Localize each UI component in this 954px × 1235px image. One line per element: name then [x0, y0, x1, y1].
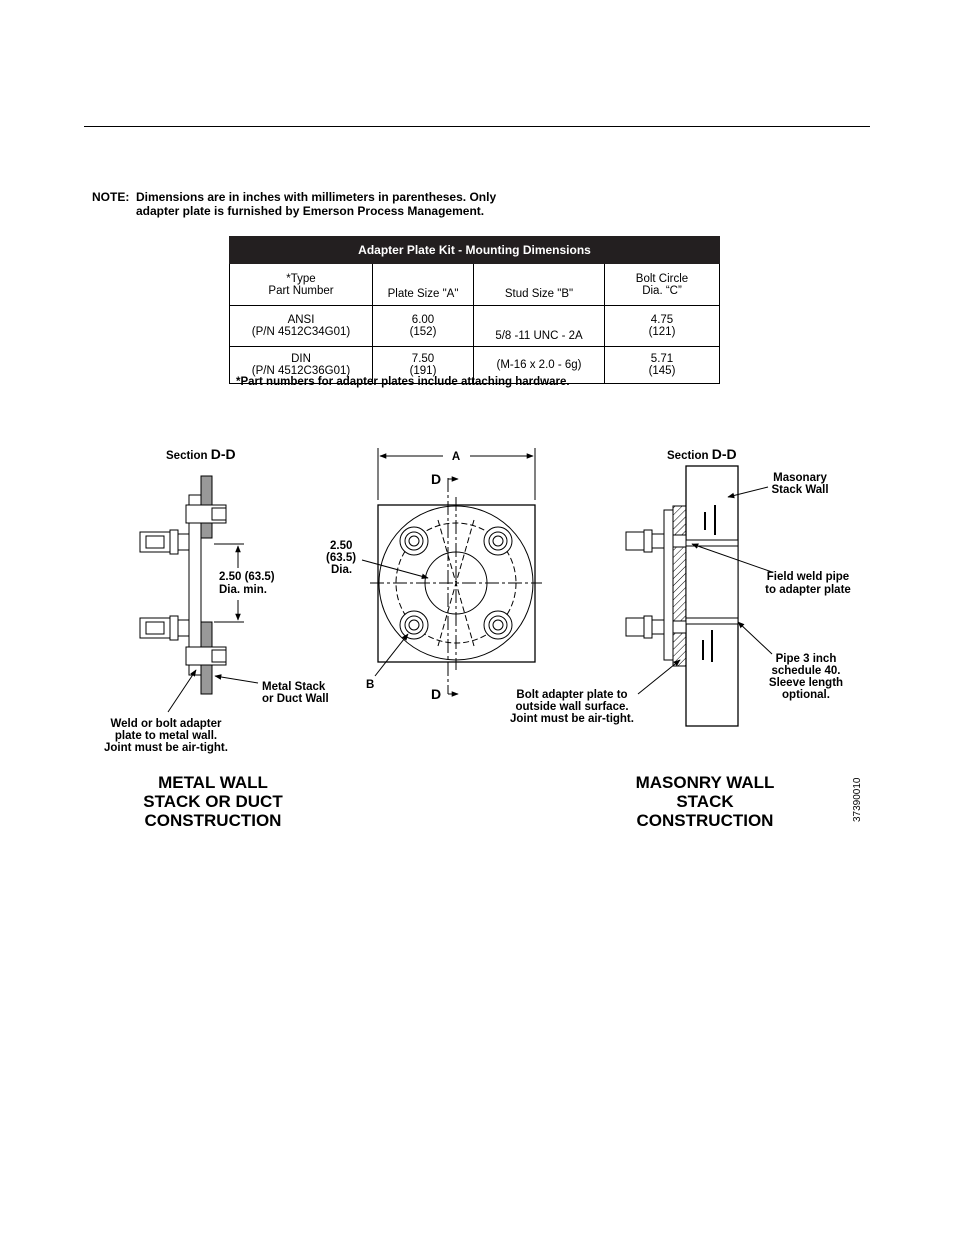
table-row: ANSI(P/N 4512C34G01) 6.00(152) 5/8 -11 U…: [229, 305, 720, 347]
hole-dia-label-1: 2.50: [330, 540, 352, 552]
metal-wall-section: Section D-D 2.50: [104, 446, 329, 754]
masonry-wall-section: Section D-D Masonary Stack Wall Field we…: [625, 446, 851, 727]
masonry-label-2: Stack Wall: [771, 484, 828, 496]
bolt-upper: [185, 504, 227, 524]
cell-stud-size: 5/8 -11 UNC - 2A: [473, 305, 605, 347]
bolt-plate-label-2: outside wall surface.: [515, 701, 628, 713]
adapter-plate-front-view: A D D 2.50 (63.5) Dia. B Bolt adapter pl…: [326, 448, 681, 725]
pipe-sleeve: [685, 539, 739, 625]
table-row: DIN(P/N 4512C36G01) 7.50(191) (M-16 x 2.…: [229, 346, 720, 384]
masonry-adapter-plate: [663, 509, 674, 661]
cell-plate-size: 7.50(191): [372, 346, 474, 384]
pipe-label-2: schedule 40.: [771, 665, 840, 677]
metal-wall-label-1: Metal Stack: [262, 681, 326, 693]
field-weld-label-2: to adapter plate: [765, 584, 851, 596]
note-line-2: adapter plate is furnished by Emerson Pr…: [136, 204, 485, 218]
masonry-label-1: Masonary: [773, 472, 827, 484]
cell-plate-size: 6.00(152): [372, 305, 474, 347]
joint-hatch: [672, 505, 687, 667]
mounting-dimensions-table: Adapter Plate Kit - Mounting Dimensions …: [229, 236, 720, 384]
drawing-id: 37390010: [852, 777, 863, 823]
cell-part-number: ANSI(P/N 4512C34G01): [229, 305, 373, 347]
cell-bolt-circle: 4.75(121): [604, 305, 720, 347]
masonry-stud-upper: [625, 529, 687, 553]
cell-stud-size: (M-16 x 2.0 - 6g): [473, 346, 605, 384]
left-dim-line2: Dia. min.: [219, 584, 267, 596]
weld-label-1: Weld or bolt adapter: [111, 718, 222, 730]
hole-dia-label-2: (63.5): [326, 552, 356, 564]
left-dim-line1: 2.50 (63.5): [219, 571, 275, 583]
cell-bolt-circle: 5.71(145): [604, 346, 720, 384]
weld-label-2: plate to metal wall.: [115, 730, 217, 742]
header-rule: [84, 126, 870, 127]
stud-upper: [139, 529, 190, 555]
section-marker-bottom: D: [431, 686, 441, 702]
bolt-lower: [185, 646, 227, 666]
metal-wall-label-2: or Duct Wall: [262, 693, 329, 705]
cell-part-number: DIN(P/N 4512C36G01): [229, 346, 373, 384]
bolt-plate-label-1: Bolt adapter plate to: [516, 689, 627, 701]
section-marker-top: D: [431, 471, 441, 487]
pipe-label-1: Pipe 3 inch: [776, 653, 837, 665]
bolt-holes: [399, 526, 513, 640]
weld-label-3: Joint must be air-tight.: [104, 742, 228, 754]
stud-b-label: B: [366, 679, 374, 691]
pipe-label-3: Sleeve length: [769, 677, 843, 689]
pipe-label-4: optional.: [782, 689, 830, 701]
note-label: NOTE:: [92, 190, 130, 204]
field-weld-label-1: Field weld pipe: [767, 571, 849, 583]
bolt-plate-label-3: Joint must be air-tight.: [510, 713, 634, 725]
table-caption: Adapter Plate Kit - Mounting Dimensions: [229, 236, 720, 264]
left-section-label: Section D-D: [166, 446, 236, 462]
masonry-stud-lower: [625, 615, 687, 639]
note-line-1: Dimensions are in inches with millimeter…: [136, 190, 497, 204]
hole-dia-label-3: Dia.: [331, 564, 352, 576]
stud-lower: [139, 615, 190, 641]
plate-size-a-label: A: [452, 451, 460, 463]
right-section-label: Section D-D: [667, 446, 737, 462]
note-text: NOTE: Dimensions are in inches with milli…: [92, 190, 496, 218]
table-footnote: *Part numbers for adapter plates include…: [236, 376, 570, 388]
